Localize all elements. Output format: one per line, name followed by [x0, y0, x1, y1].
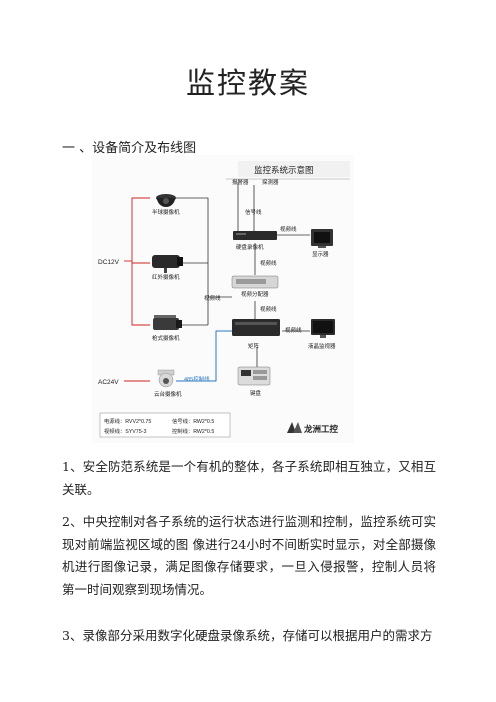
sensor-label-alarm: 报警器 [232, 178, 249, 186]
legend-control: 控制线：RW2*0.5 [172, 427, 214, 435]
keyboard-device [237, 366, 271, 386]
device-label-splitter: 视频分配器 [241, 290, 269, 298]
box-camera [153, 315, 182, 330]
dvr-device [233, 231, 277, 240]
signal-line-label: 信号线 [245, 208, 262, 216]
cable-legend [99, 412, 231, 438]
logo-text: 龙洲工控 [303, 424, 339, 434]
video-line-label-2: 视频线 [260, 259, 277, 267]
rs485-label: 485控制线 [184, 375, 210, 383]
legend-video: 视频线：SYV75-3 [104, 427, 146, 435]
page-title: 监控教案 [185, 66, 310, 100]
device-label-keyboard: 键盘 [250, 389, 262, 397]
paragraph-3: 3、录像部分采用数字化硬盘录像系统，存储可以根据用户的需求方 [62, 628, 433, 643]
camera-label-ptz: 云台摄像机 [154, 390, 182, 398]
lcd-monitor [311, 319, 335, 338]
surveillance-diagram: 监控系统示意图 DC12V AC24V 半球摄像机 红外摄像机 枪式摄像机 云台… [92, 155, 354, 443]
diagram-title-box [238, 161, 350, 177]
device-label-dvr: 硬盘录像机 [236, 243, 264, 251]
camera-label-infrared: 红外摄像机 [152, 273, 180, 281]
section-heading: 一 、设备简介及布线图 [62, 141, 197, 156]
camera-label-box: 枪式摄像机 [152, 334, 180, 342]
legend-power: 电源线：RVV2*0.75 [104, 417, 151, 425]
paragraph-2: 2、中央控制对各子系统的运行状态进行监测和控制，监控系统可实现对前端监视区域的图… [62, 514, 436, 597]
matrix-device [232, 319, 280, 336]
ac-power-label: AC24V [98, 379, 119, 386]
device-label-monitor: 显示器 [312, 251, 329, 258]
infrared-camera [152, 255, 183, 273]
video-line-label-1: 视频线 [280, 225, 297, 233]
video-line-label-5: 视频线 [285, 326, 302, 334]
video-wiring [176, 182, 310, 367]
company-logo: 龙洲工控 [287, 422, 339, 434]
sensor-label-detector: 探测器 [262, 178, 279, 186]
video-line-label-3: 视频线 [204, 294, 221, 302]
dome-camera [156, 194, 176, 207]
rs485-line [176, 330, 232, 382]
legend-signal: 信号线：RW2*0.5 [172, 417, 214, 425]
video-line-label-4: 视频线 [260, 305, 277, 313]
camera-label-dome: 半球摄像机 [152, 208, 180, 216]
crt-monitor [311, 229, 333, 248]
splitter-device [231, 275, 279, 289]
power-wiring [124, 197, 150, 382]
dc-power-label: DC12V [98, 259, 120, 266]
device-label-lcd: 液晶监视器 [308, 342, 336, 350]
device-label-matrix: 矩阵 [248, 342, 260, 350]
ptz-camera [157, 369, 175, 388]
diagram-title: 监控系统示意图 [254, 165, 314, 175]
paragraph-1: 1、安全防范系统是一个有机的整体，各子系统即相互独立，又相互关联。 [62, 459, 436, 497]
